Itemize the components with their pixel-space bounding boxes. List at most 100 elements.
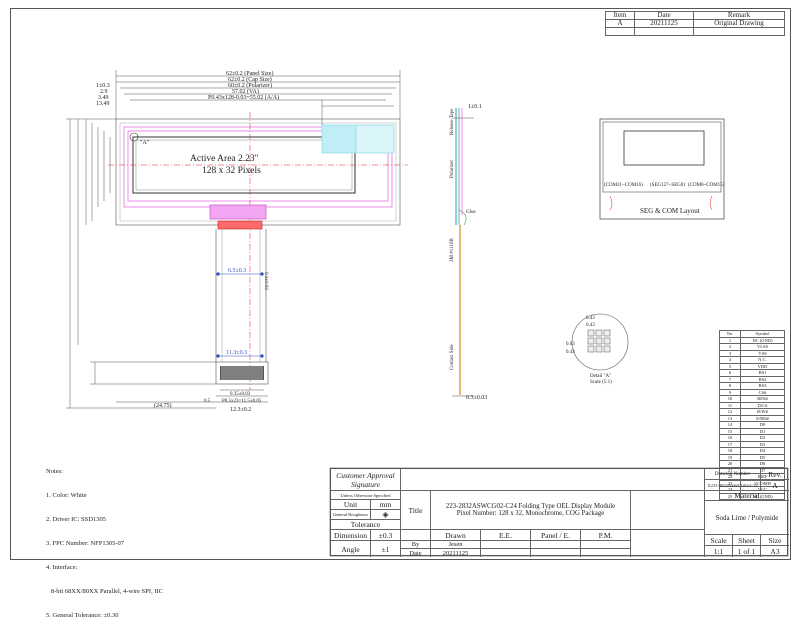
- angle-label: Angle: [331, 541, 371, 557]
- note-2: 2. Driver IC: SSD1305: [46, 516, 106, 523]
- panel-date: [531, 549, 581, 557]
- rev-label: Rev.: [761, 469, 789, 480]
- cyan-region: [321, 124, 357, 154]
- active-area-label: Active Area 2.23": [190, 154, 259, 164]
- detail-dim-3: 0.03: [566, 342, 575, 347]
- date-value: 20211125: [431, 549, 481, 557]
- side-label-polarizer: Polarizer: [450, 159, 455, 178]
- side-bottom-dim: 0.3±0.03: [466, 395, 488, 401]
- by-value: Jesen: [431, 541, 481, 549]
- dim-va: 57.02 (VA): [232, 89, 259, 95]
- material-value: Soda Lime / Polymide: [705, 501, 789, 535]
- size-label: Size: [761, 535, 789, 546]
- ee-by: [481, 541, 531, 549]
- detail-caption-1: Detail "A": [590, 374, 612, 379]
- unit-value: mm: [371, 500, 401, 510]
- dimension-value: ±0.3: [371, 530, 401, 541]
- dim-left-4: 13.49: [96, 101, 110, 107]
- material-label: Material: [705, 491, 789, 501]
- pin-symbol: NC (GND): [740, 492, 785, 500]
- tolerance: Tolerance: [331, 520, 401, 530]
- unless-specified: Unless Otherwise Specified: [331, 491, 401, 500]
- date-label: Date: [401, 549, 431, 557]
- panel-by: [531, 541, 581, 549]
- dim-aa: P0.43x128-0.03=55.02 (A/A): [208, 95, 280, 101]
- seg-com-title: SEG & COM Layout: [640, 207, 700, 215]
- dim-polarizer: 60±0.2 (Polarizer): [228, 83, 272, 89]
- detail-dim-1: 0.43: [586, 316, 595, 321]
- angle-value: ±1: [371, 541, 401, 557]
- side-label-contact: Contact Side: [450, 344, 455, 370]
- detail-marker: "A": [140, 140, 150, 146]
- dim-panel-size: 62±0.2 (Panel Size): [226, 71, 274, 77]
- dim-fpc-2: 11.3±0.3: [226, 350, 248, 356]
- title-value: 223-2832ASWCG02-C24 Folding Type OEL Dis…: [431, 491, 631, 530]
- rev-value: A: [761, 480, 789, 491]
- approval-blank: [631, 530, 705, 557]
- seg-com-label-left: (COM31~COM16): [604, 183, 643, 188]
- scale-label: Scale: [705, 535, 733, 546]
- drawn-blank: [401, 530, 431, 541]
- pm-by: [581, 541, 631, 549]
- side-label-glue: Glue: [466, 210, 476, 215]
- title-line-1: 223-2832ASWCG02-C24 Folding Type OEL Dis…: [445, 503, 616, 510]
- scale-value: 1:1: [705, 546, 733, 557]
- unit-label: Unit: [331, 500, 371, 510]
- ee-label: E.E.: [481, 530, 531, 541]
- side-label-release-tape: Release Tape: [450, 108, 455, 135]
- driver-ic: [209, 204, 267, 220]
- dim-fpc-5: 0.35±0.03: [230, 392, 251, 397]
- side-view: [452, 108, 474, 397]
- panel-label: Panel / E.: [531, 530, 581, 541]
- drawing-number-value: X223-2832ASWCG02-C24: [705, 480, 761, 491]
- dim-left-1: 1±0.3: [96, 83, 110, 89]
- customer-approval: Customer Approval: [336, 470, 395, 480]
- fpc-tail: [215, 229, 269, 385]
- dim-fpc-7: (24.75): [154, 403, 172, 409]
- dimension-label: Dimension: [331, 530, 371, 541]
- signature-space: [401, 469, 705, 491]
- front-view-drawing: [66, 70, 789, 557]
- title-blank: [631, 491, 705, 530]
- drawn-label: Drawn: [431, 530, 481, 541]
- dim-left-3: 3.49: [98, 95, 109, 101]
- size-value: A3: [770, 547, 780, 556]
- drawing-frame: [10, 8, 791, 560]
- seg-com-label-mid: (SEG127~SEG0): [650, 183, 685, 188]
- note-4: 4. Interface:: [46, 564, 78, 571]
- dim-fpc-1: 6.5±0.3: [228, 268, 247, 274]
- note-5: 5. General Tolerance: ±0.30: [46, 612, 119, 619]
- notes-title: Notes:: [46, 468, 63, 475]
- dim-fpc-width: 0.3±0.03: [263, 272, 268, 290]
- detail-dim-4: 0.43: [566, 350, 575, 355]
- pixels-label: 128 x 32 Pixels: [202, 166, 261, 176]
- customer-approval-cell: Customer Approval Signature: [331, 469, 401, 491]
- note-1: 1. Color: White: [46, 492, 87, 499]
- title-block: Customer Approval Signature Drawing Numb…: [330, 468, 789, 557]
- side-top-dim: 1±0.1: [468, 104, 482, 110]
- title-label: Title: [401, 491, 431, 530]
- seg-com-label-right: (COM0~COM15): [688, 183, 725, 188]
- note-4-detail: 8-bit 68XX/80XX Parallel, 4-wire SPI, II…: [46, 588, 163, 595]
- sheet-label: Sheet: [733, 535, 761, 546]
- ee-date: [481, 549, 531, 557]
- pm-label: P.M.: [581, 530, 631, 541]
- notes-block: Notes: 1. Color: White 2. Driver IC: SSD…: [46, 452, 163, 628]
- detail-dim-2: 0.43: [586, 323, 595, 328]
- dim-fpc-3: 12.3±0.2: [230, 407, 252, 413]
- dim-fpc-6: 0.5: [204, 399, 211, 404]
- seg-com-box: [599, 118, 725, 220]
- general-roughness: General Roughness: [331, 510, 371, 520]
- detail-a-circle: [571, 313, 629, 371]
- dim-cap-size: 62±0.2 (Cap Size): [228, 77, 272, 83]
- dim-left-2: 2.9: [100, 89, 108, 95]
- pm-date: [581, 549, 631, 557]
- dim-fpc-4: P0.5x23=11.5±0.05: [222, 399, 262, 404]
- drawing-number-label: Drawing Number: [705, 469, 761, 480]
- roughness-symbol-icon: ◈: [371, 510, 401, 520]
- side-label-3m: 3M #1110B: [450, 238, 455, 262]
- sheet-value: 1 of 1: [733, 546, 761, 557]
- title-line-2: Pixel Number: 128 x 32, Monochrome, COG …: [456, 510, 605, 517]
- by-label: By: [401, 541, 431, 549]
